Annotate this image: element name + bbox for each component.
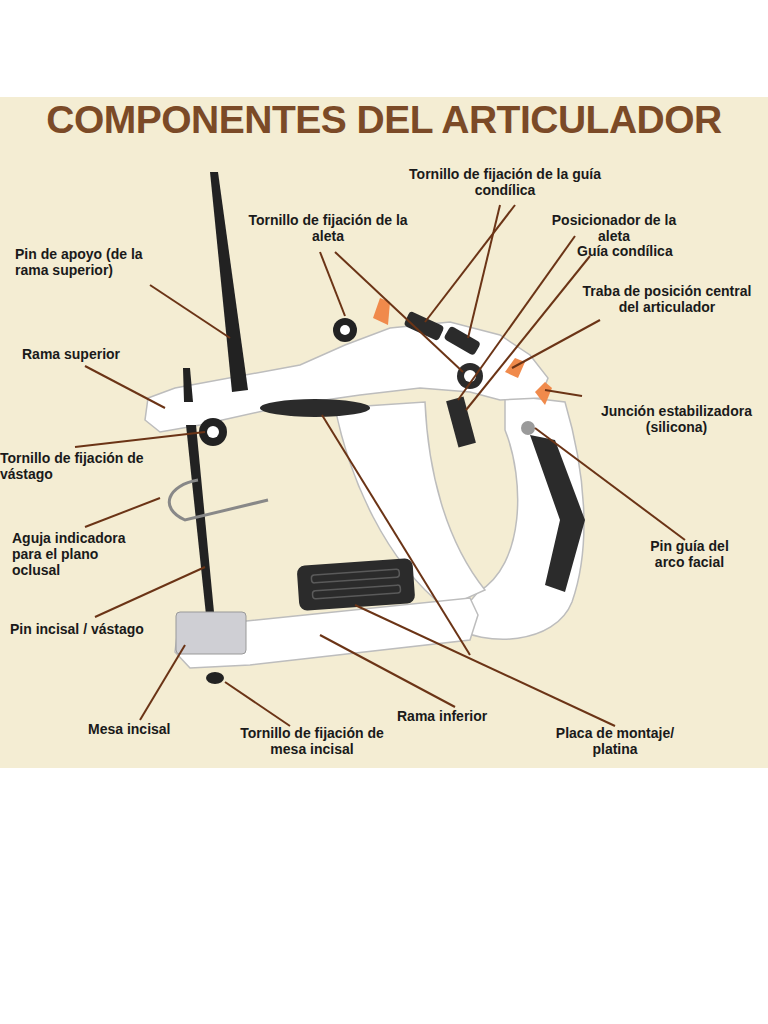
- leader-line: [140, 645, 185, 720]
- part-label: Pin incisal / vástago: [10, 621, 190, 637]
- orange-lock: [505, 358, 525, 378]
- part-label: Pin de apoyo (de la rama superior): [15, 246, 175, 278]
- part-label: Posicionador de la aleta: [538, 212, 690, 244]
- table-screw: [206, 672, 224, 684]
- part-label: Tornillo de fijación de vástago: [0, 450, 155, 482]
- short-pin: [183, 368, 193, 402]
- lower-mounting-plate: [297, 558, 416, 611]
- leader-line: [320, 252, 345, 316]
- leader-line: [95, 567, 205, 617]
- condylar-guide: [443, 325, 481, 355]
- plate-groove: [312, 585, 400, 599]
- leader-line: [75, 432, 205, 447]
- wing-screw: [457, 363, 483, 389]
- occlusal-needle: [169, 480, 268, 520]
- upper-mounting-plate: [260, 399, 370, 417]
- part-label: Aguja indicadora para el plano oclusal: [12, 530, 144, 578]
- part-label: Guía condílica: [577, 243, 692, 259]
- wing-fix-screw: [333, 318, 357, 342]
- leader-line: [335, 252, 463, 372]
- leader-line: [225, 682, 290, 726]
- part-label: Junción estabilizadora (silicona): [585, 403, 768, 435]
- leader-line: [545, 390, 582, 396]
- leader-line: [425, 205, 515, 322]
- part-label: Mesa incisal: [88, 721, 198, 737]
- leader-line: [535, 428, 685, 540]
- screw-center: [340, 325, 350, 335]
- leader-line: [322, 415, 470, 655]
- part-label: Pin guía del arco facial: [637, 538, 742, 570]
- part-label: Tornillo de fijación de mesa incisal: [232, 725, 392, 757]
- page-title: COMPONENTES DEL ARTICULADOR: [0, 98, 768, 142]
- leader-line: [355, 605, 615, 726]
- plate-groove: [311, 569, 399, 583]
- part-label: Rama inferior: [397, 708, 527, 724]
- leader-line: [468, 205, 500, 338]
- leader-line: [85, 366, 165, 408]
- leader-line: [85, 498, 160, 527]
- silicone-joint: [535, 382, 552, 405]
- facebow-pin: [521, 421, 535, 435]
- part-label: Tornillo de fijación de la aleta: [232, 212, 424, 244]
- leader-line: [512, 320, 600, 368]
- part-label: Rama superior: [22, 346, 152, 362]
- leader-line: [320, 635, 455, 707]
- background-panel: [0, 97, 768, 768]
- screw-center: [207, 426, 219, 438]
- part-label: Tornillo de fijación de la guía condílic…: [400, 166, 610, 198]
- leader-line: [458, 236, 575, 400]
- support-pin: [210, 172, 248, 392]
- part-label: Traba de posición central del articulado…: [572, 283, 762, 315]
- part-label: Placa de montaje/ platina: [535, 725, 695, 757]
- incisal-table: [176, 612, 246, 654]
- leader-line: [466, 256, 590, 410]
- leader-line: [150, 285, 230, 338]
